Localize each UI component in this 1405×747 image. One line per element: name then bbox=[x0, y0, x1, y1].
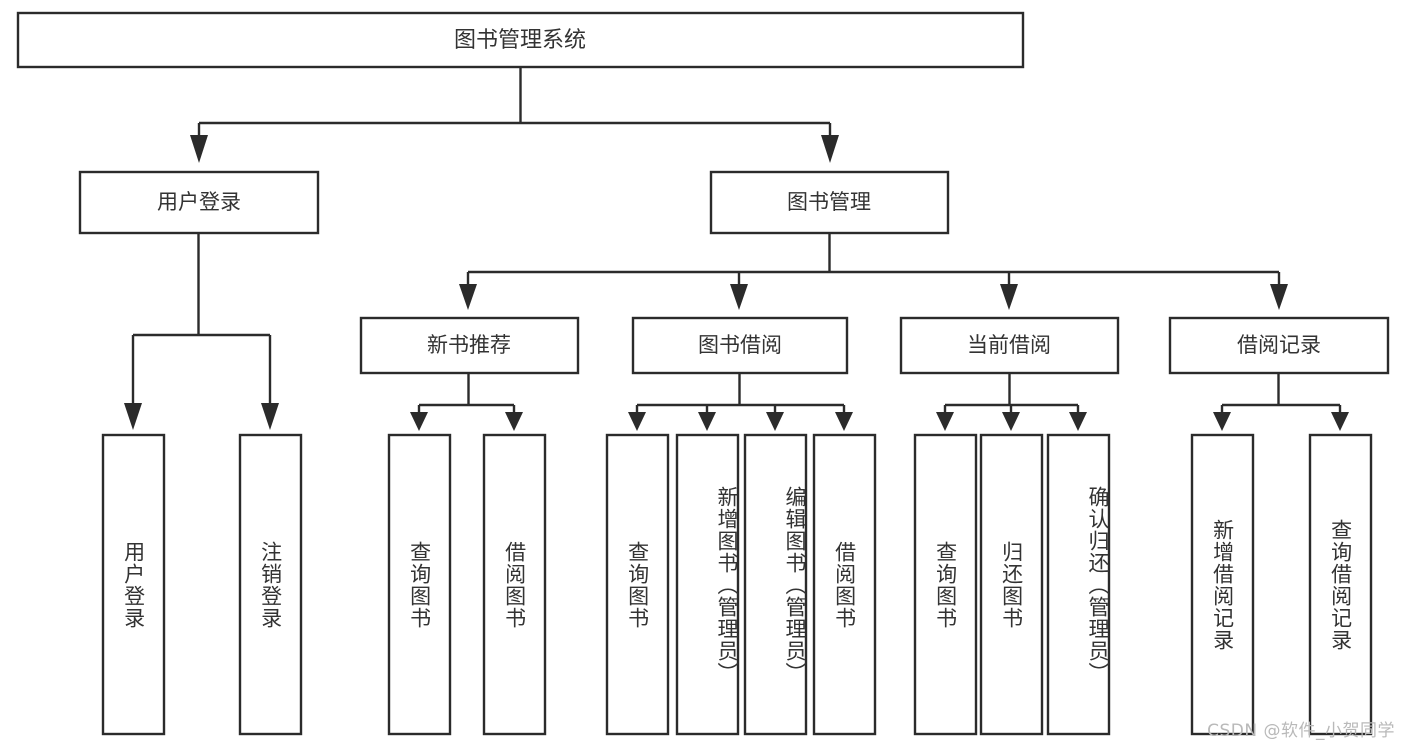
node-borrow-record-box[interactable] bbox=[1168, 316, 1390, 375]
leaf-add-record-box[interactable] bbox=[1190, 433, 1255, 736]
leaf-confirm-return-box[interactable] bbox=[1046, 433, 1111, 736]
arrow-head-user-login bbox=[190, 135, 208, 163]
leaf-query-record-box[interactable] bbox=[1308, 433, 1373, 736]
node-new-book-recommend-box[interactable] bbox=[359, 316, 580, 375]
node-book-manage[interactable]: 图书管理 bbox=[709, 170, 950, 235]
arrow-head-leaf-add-record bbox=[1213, 412, 1231, 431]
node-user-login-box[interactable] bbox=[78, 170, 320, 235]
node-book-manage-label: 图书管理 bbox=[787, 190, 871, 214]
node-new-book-recommend[interactable]: 新书推荐 bbox=[359, 316, 580, 375]
node-book-borrow-label: 图书借阅 bbox=[698, 333, 782, 357]
node-book-borrow-box[interactable] bbox=[631, 316, 849, 375]
leaf-user-login-box[interactable] bbox=[101, 433, 166, 736]
edge-group-current-borrow bbox=[936, 373, 1087, 431]
arrow-head-leaf-query-book-2 bbox=[628, 412, 646, 431]
node-current-borrow[interactable]: 当前借阅 bbox=[899, 316, 1120, 375]
leaf-return-book-box[interactable] bbox=[979, 433, 1044, 736]
arrow-head-leaf-confirm-return bbox=[1069, 412, 1087, 431]
node-root-box[interactable] bbox=[16, 11, 1025, 69]
node-new-book-recommend-label: 新书推荐 bbox=[427, 333, 511, 357]
leaf-add-book-box[interactable] bbox=[675, 433, 740, 736]
leaf-boxes bbox=[101, 433, 1373, 736]
node-book-manage-box[interactable] bbox=[709, 170, 950, 235]
node-book-borrow[interactable]: 图书借阅 bbox=[631, 316, 849, 375]
arrow-head-leaf-borrow-book-1 bbox=[505, 412, 523, 431]
edge-group-book-manage bbox=[459, 233, 1288, 310]
edge-group-user-login bbox=[124, 233, 279, 430]
edge-group-root bbox=[190, 67, 839, 163]
node-root-label: 图书管理系统 bbox=[454, 28, 586, 53]
leaf-edit-book-box[interactable] bbox=[743, 433, 808, 736]
arrow-head-borrow-record bbox=[1270, 284, 1288, 310]
csdn-watermark: CSDN @软件_小贺同学 bbox=[1207, 721, 1395, 741]
arrow-head-leaf-return-book bbox=[1002, 412, 1020, 431]
arrow-head-leaf-borrow-book-2 bbox=[835, 412, 853, 431]
arrow-head-book-borrow bbox=[730, 284, 748, 310]
arrow-head-leaf-query-record bbox=[1331, 412, 1349, 431]
arrow-head-current-borrow bbox=[1000, 284, 1018, 310]
leaf-logout-box[interactable] bbox=[238, 433, 303, 736]
arrow-head-new-book-recommend bbox=[459, 284, 477, 310]
leaf-query-book-3-box[interactable] bbox=[913, 433, 978, 736]
arrow-head-leaf-query-book-3 bbox=[936, 412, 954, 431]
node-current-borrow-label: 当前借阅 bbox=[967, 333, 1051, 357]
node-root[interactable]: 图书管理系统 bbox=[16, 11, 1025, 69]
edge-group-borrow-record bbox=[1213, 373, 1349, 431]
arrow-head-leaf-add-book bbox=[698, 412, 716, 431]
arrow-head-book-manage bbox=[821, 135, 839, 163]
node-user-login-label: 用户登录 bbox=[157, 190, 241, 214]
leaf-borrow-book-2-box[interactable] bbox=[812, 433, 877, 736]
node-current-borrow-box[interactable] bbox=[899, 316, 1120, 375]
arrow-head-leaf-query-book-1 bbox=[410, 412, 428, 431]
node-borrow-record[interactable]: 借阅记录 bbox=[1168, 316, 1390, 375]
node-borrow-record-label: 借阅记录 bbox=[1237, 333, 1321, 357]
arrow-head-leaf-user-login bbox=[124, 403, 142, 430]
leaf-query-book-1-box[interactable] bbox=[387, 433, 452, 736]
leaf-query-book-2-box[interactable] bbox=[605, 433, 670, 736]
edge-group-book-borrow bbox=[628, 373, 853, 431]
arrow-head-leaf-edit-book bbox=[766, 412, 784, 431]
node-user-login[interactable]: 用户登录 bbox=[78, 170, 320, 235]
leaf-borrow-book-1-box[interactable] bbox=[482, 433, 547, 736]
arrow-head-leaf-logout bbox=[261, 403, 279, 430]
edge-group-new-book-recommend bbox=[410, 373, 523, 431]
